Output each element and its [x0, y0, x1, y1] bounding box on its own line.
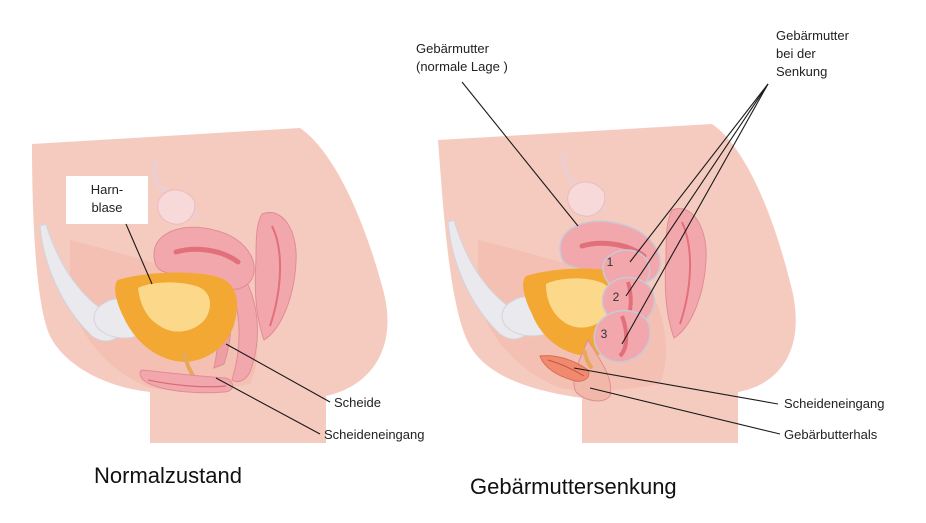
uterus-stage-3	[593, 309, 651, 363]
bladder-lumen-right	[546, 278, 613, 328]
uterine-cavity	[173, 246, 241, 265]
prolapse-anatomy-illustration	[438, 124, 796, 443]
bladder-leader	[125, 223, 153, 285]
uterus-normal-label-line1: Gebärmutter	[416, 41, 490, 56]
stage-number-2: 2	[613, 290, 620, 304]
caption-normal: Normalzustand	[94, 463, 242, 488]
bladder-label-line2: blase	[91, 200, 122, 215]
stage-3-cavity	[618, 315, 629, 358]
uterus-prolapse-label-line1: Gebärmutter	[776, 28, 850, 43]
vulva-line-right	[547, 359, 585, 377]
sacrum-right	[664, 208, 707, 339]
vaginal-opening-label-right: Scheideneingang	[784, 396, 884, 411]
uterus-normal-leader	[461, 81, 579, 227]
vagina-label: Scheide	[334, 395, 381, 410]
vaginal-opening-leader	[215, 377, 321, 435]
ovary	[157, 189, 196, 225]
vaginal-opening-leader-right	[573, 367, 779, 405]
bladder-label-line1: Harn-	[91, 182, 124, 197]
cervix-label: Gebärbutterhals	[784, 427, 878, 442]
stage-number-1: 1	[607, 255, 614, 269]
prolapse-leader-3	[621, 83, 769, 345]
uterus-prolapse-label-line3: Senkung	[776, 64, 827, 79]
cervix-leader	[589, 387, 781, 435]
bladder-lumen	[138, 282, 211, 332]
ovary-right	[567, 181, 606, 217]
prolapse-leader-2	[625, 83, 769, 297]
bladder-label-box: Harn- blase	[66, 176, 148, 224]
caption-prolapse: Gebärmuttersenkung	[470, 474, 677, 499]
vaginal-opening-label-left: Scheideneingang	[324, 427, 424, 442]
uterus-prolapse-label-line2: bei der	[776, 46, 816, 61]
sacrum	[254, 212, 297, 341]
vulva-right	[539, 355, 590, 382]
uterus-normal-label-line2: (normale Lage )	[416, 59, 508, 74]
vulva-line	[147, 379, 227, 388]
prolapse-leader-1	[629, 83, 769, 263]
vagina-leader	[225, 343, 331, 403]
stage-number-3: 3	[601, 327, 608, 341]
urethra-right	[582, 349, 594, 370]
sacrum-detail	[269, 225, 282, 327]
